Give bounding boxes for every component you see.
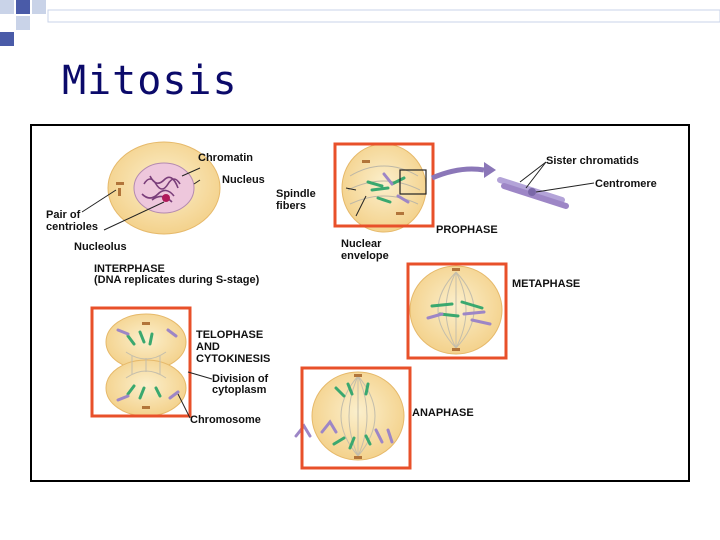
label-telophase: TELOPHASE	[196, 329, 263, 341]
label-and: AND	[196, 341, 220, 353]
anaphase-cell	[294, 371, 405, 461]
label-nucleus: Nucleus	[222, 174, 265, 186]
label-chromatin: Chromatin	[198, 152, 253, 164]
prophase-cell	[341, 143, 427, 233]
label-pair-of-centrioles: Pair of	[46, 209, 81, 221]
metaphase-cell	[409, 265, 503, 355]
label-interphase: INTERPHASE	[94, 263, 165, 275]
nucleolus-shape	[162, 194, 170, 202]
label-spindle: Spindle	[276, 188, 316, 200]
chromatin-shape	[141, 175, 181, 203]
sister-chromatids-shape	[497, 177, 569, 209]
zoom-arrow	[431, 166, 485, 181]
slide-decoration	[0, 0, 720, 46]
label-anaphase: ANAPHASE	[412, 407, 474, 419]
mitosis-diagram: Chromatin Nucleus Pair of centrioles Nuc…	[46, 141, 657, 470]
label-division-of: Division of	[212, 373, 269, 385]
label-sister-chromatids: Sister chromatids	[546, 155, 639, 167]
label-fibers: fibers	[276, 200, 306, 212]
label-interphase-note: (DNA replicates during S-stage)	[94, 274, 260, 286]
telophase-highlight-box	[90, 306, 192, 418]
label-envelope: envelope	[341, 250, 389, 262]
label-metaphase: METAPHASE	[512, 278, 580, 290]
label-centrioles: centrioles	[46, 221, 98, 233]
label-nucleolus: Nucleolus	[74, 241, 127, 253]
metaphase-highlight-box	[406, 262, 508, 360]
page-title: Mitosis	[62, 58, 238, 104]
label-cytoplasm: cytoplasm	[212, 384, 267, 396]
label-prophase: PROPHASE	[436, 224, 498, 236]
label-nuclear: Nuclear	[341, 238, 382, 250]
interphase-cell	[107, 141, 221, 235]
zoom-box	[399, 169, 427, 195]
prophase-highlight-box	[333, 142, 435, 228]
mitosis-figure: Chromatin Nucleus Pair of centrioles Nuc…	[30, 124, 690, 482]
label-chromosome: Chromosome	[190, 414, 261, 426]
centriole-shape	[116, 182, 124, 185]
anaphase-highlight-box	[300, 366, 412, 470]
label-cytokinesis: CYTOKINESIS	[196, 353, 270, 365]
telophase-cell	[105, 313, 187, 417]
label-centromere: Centromere	[595, 178, 657, 190]
